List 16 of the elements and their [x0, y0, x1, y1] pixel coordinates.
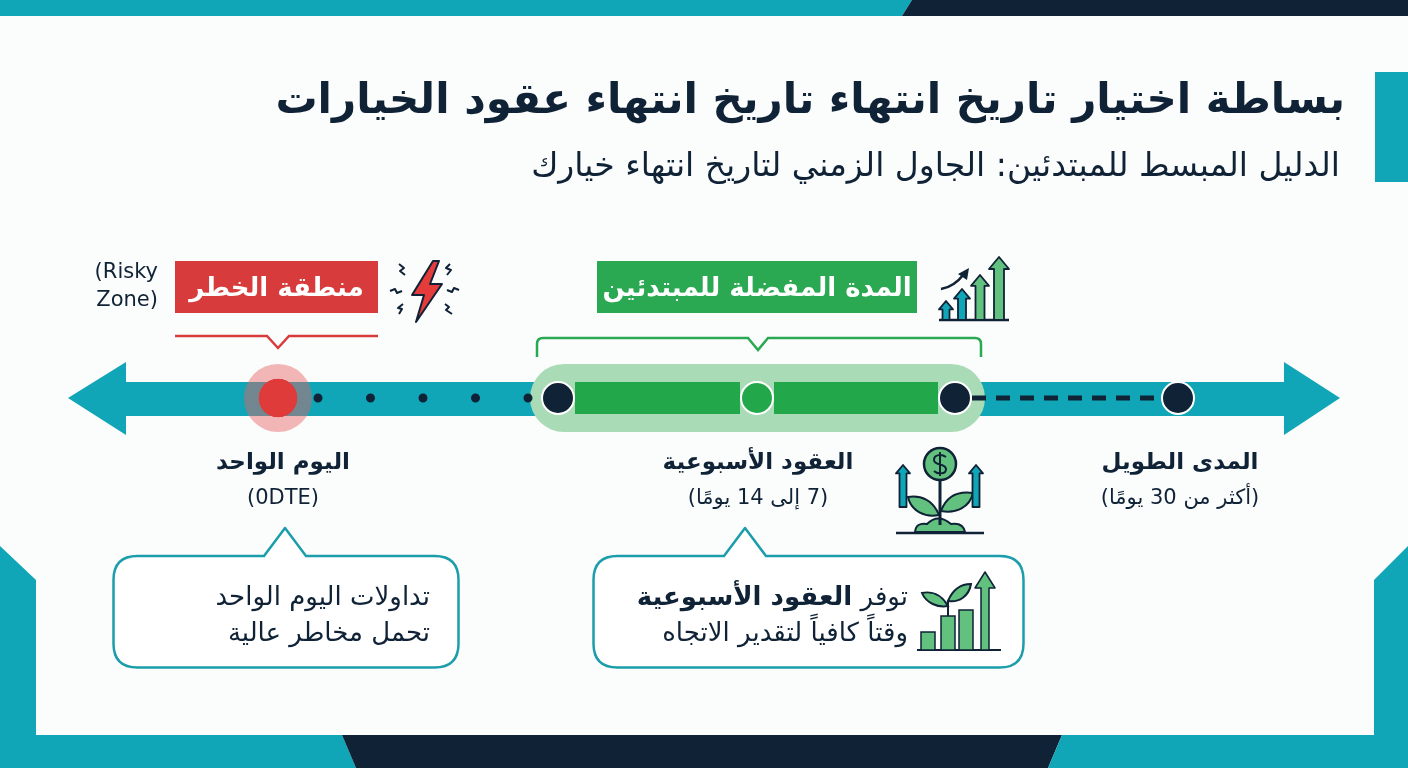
duration-label: (أكثر من 30 يومًا): [1100, 485, 1260, 509]
banner: منطقة الخطر: [175, 261, 378, 313]
milestone-label: اليوم الواحد: [216, 448, 350, 474]
callout-text: تداولات اليوم الواحد تحمل مخاطر عالية: [214, 580, 430, 650]
callout-text: توفر العقود الأسبوعية وقتاً كافياً لتقدير الاتجاه: [635, 579, 908, 650]
subtitle: الدليل المبسط للمبتدئين: الجاول الزمني لتاريخ انتهاء خيارك: [531, 144, 1340, 186]
milestone-label: المدى الطويل: [1101, 448, 1259, 474]
speech-bubble: [592, 526, 1025, 669]
duration-label: (7 إلى 14 يومًا): [687, 485, 829, 509]
banner: المدة المفضلة للمبتدئين: [597, 261, 917, 313]
side-note: (Risky Zone): [93, 258, 158, 313]
milestone-label: العقود الأسبوعية: [662, 448, 854, 474]
thick-line: [575, 382, 740, 414]
speech-bubble: [112, 526, 460, 669]
duration-label: (0DTE): [247, 485, 319, 509]
title: بساطة اختيار تاريخ انتهاء تاريخ انتهاء عقود الخيارات: [275, 73, 1345, 125]
